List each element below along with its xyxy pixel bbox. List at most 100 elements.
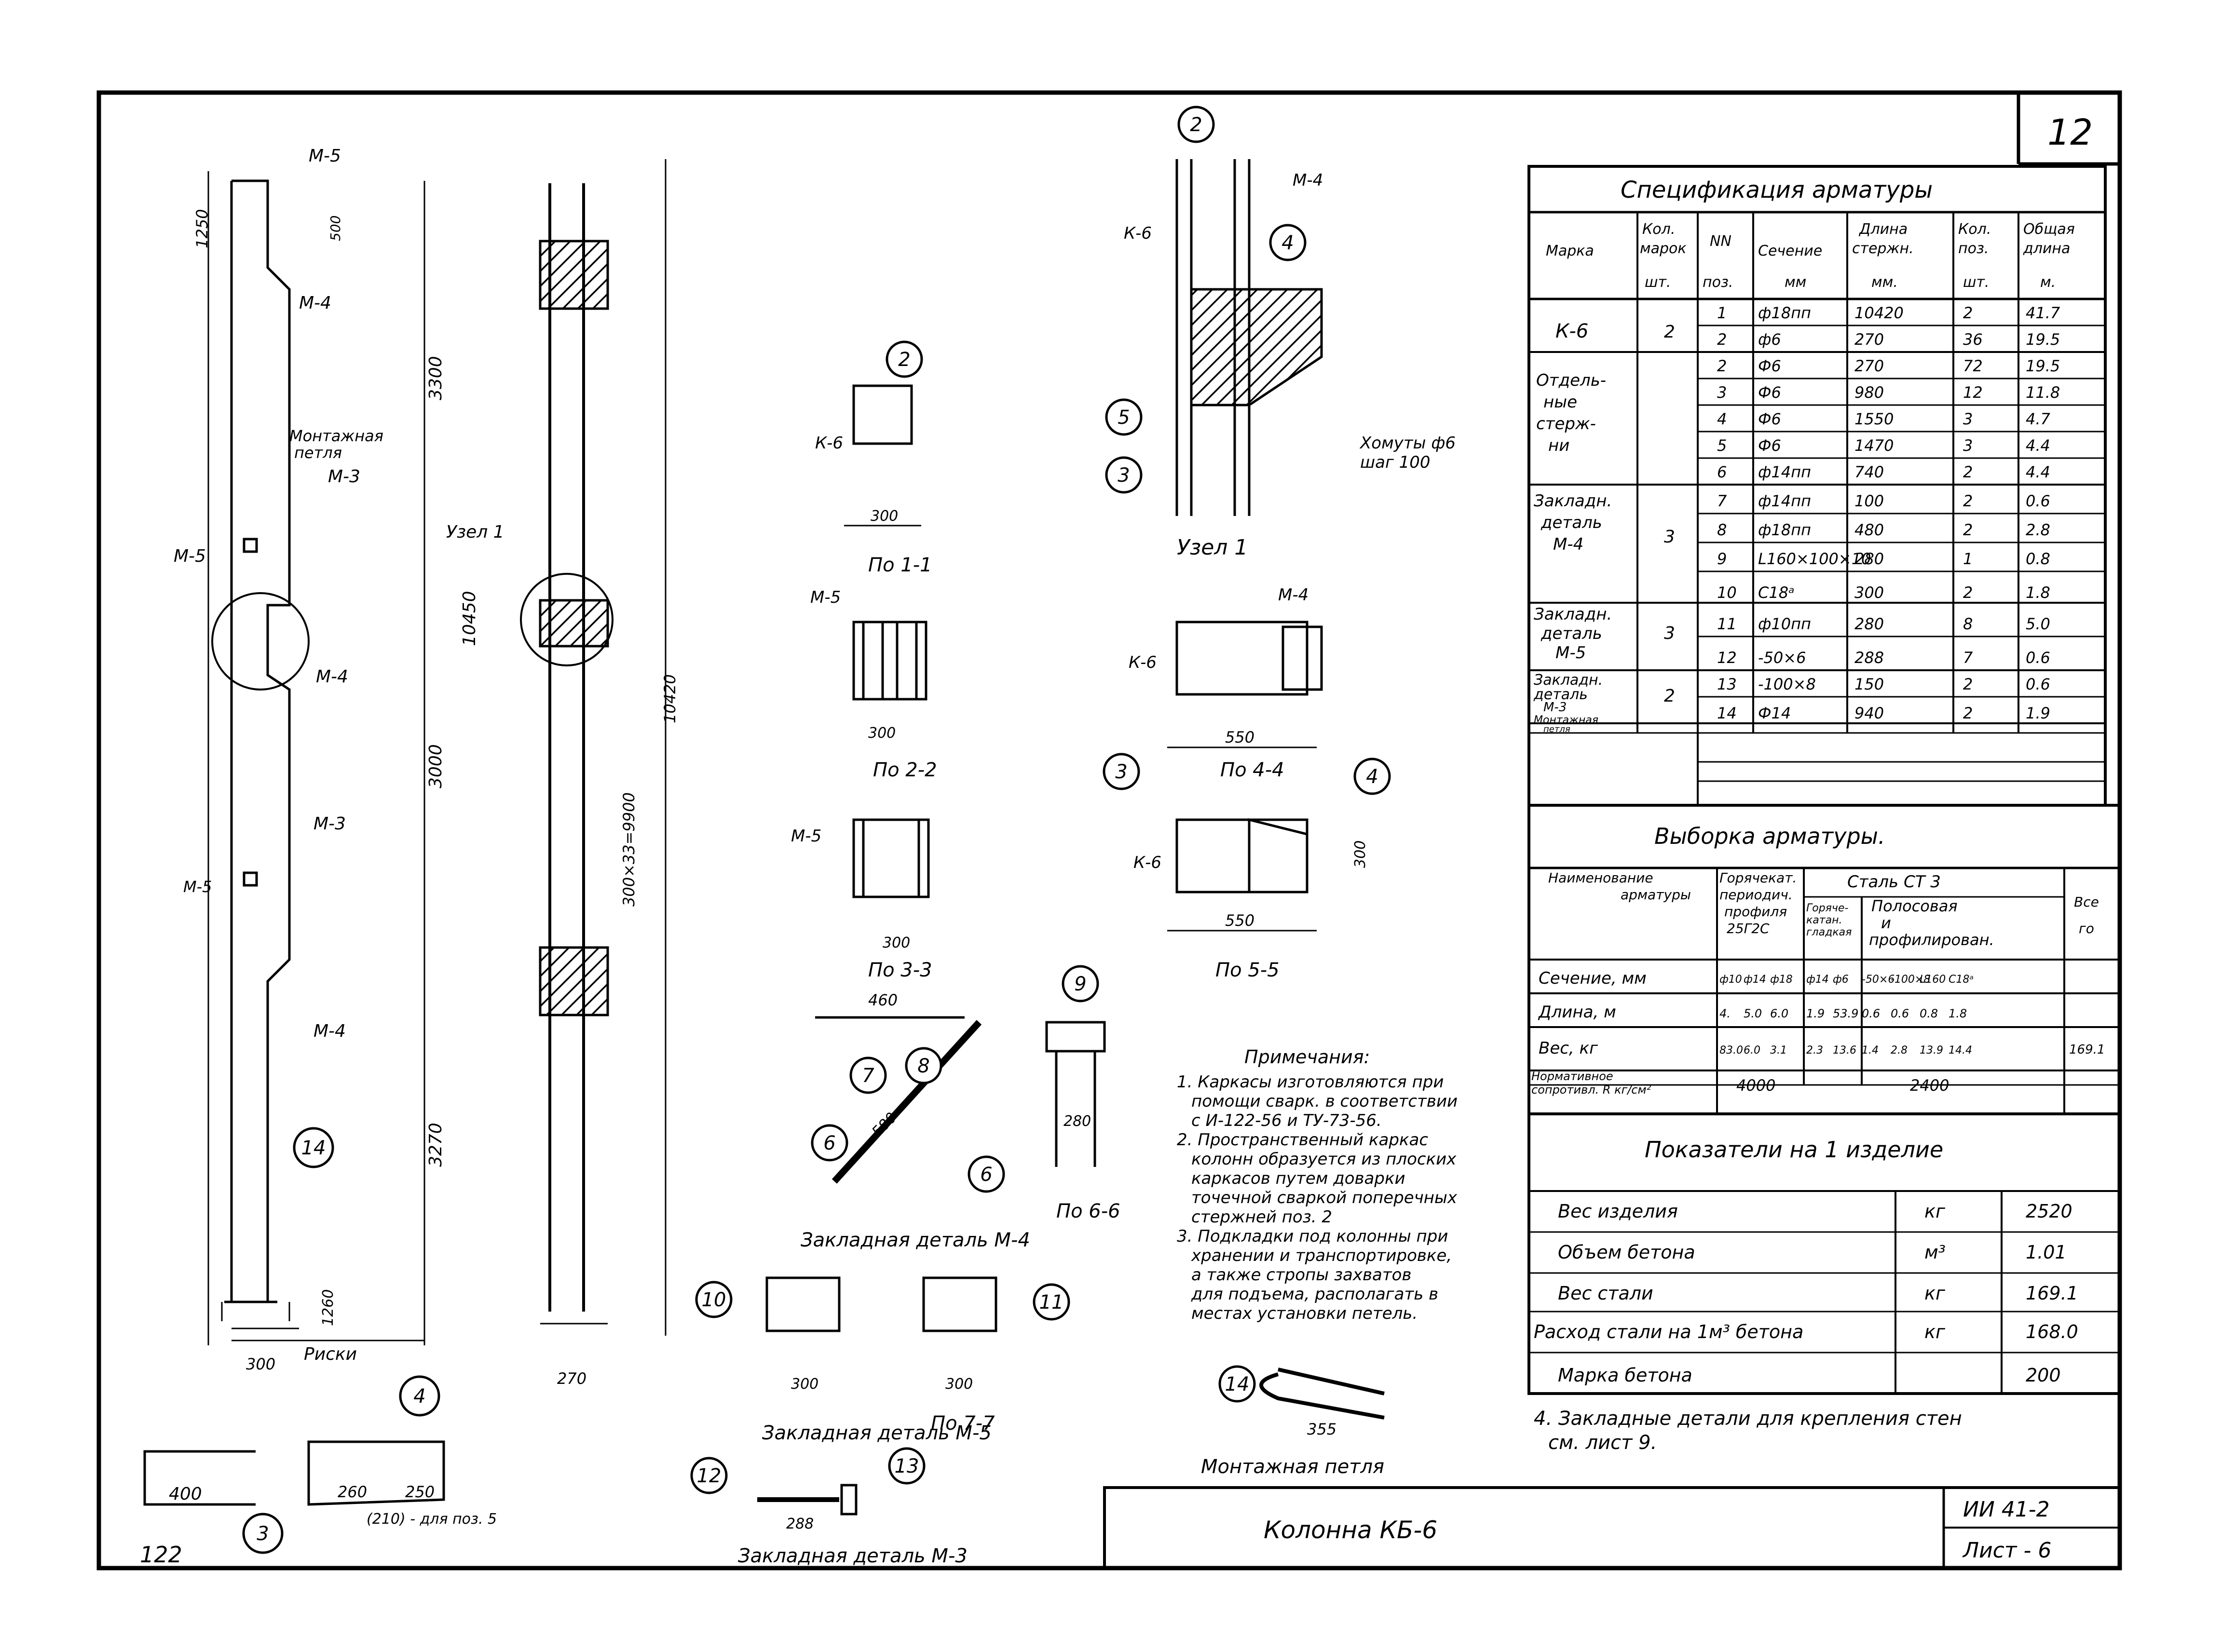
sel-h-hot-2: периодич.: [1719, 887, 1793, 903]
note-line-7: точечной сваркой поперечных: [1191, 1188, 1458, 1207]
sel-cell-weight: 6.0: [1744, 1044, 1760, 1056]
spec-label-m3-3: М-3: [1543, 700, 1567, 715]
spec-label-m4-2: деталь: [1540, 513, 1602, 532]
spec-cell-total: 0.6: [2026, 675, 2050, 693]
spec-cell-section: L160×100×10: [1758, 550, 1871, 568]
indicator-label: Марка бетона: [1558, 1365, 1692, 1386]
note-line-3: с И-122-56 и ТУ-73-56.: [1191, 1111, 1382, 1130]
indicator-unit: м³: [1924, 1242, 1946, 1263]
spec-cell-total: 19.5: [2026, 330, 2060, 349]
sel-cell-section: ф10: [1719, 974, 1742, 986]
spec-table-grid: [1527, 165, 2107, 807]
spec-title: Спецификация арматуры: [1621, 176, 1933, 203]
spec-h-sec-2: мм: [1785, 274, 1806, 291]
label-loop-title: Монтажная петля: [1201, 1456, 1384, 1478]
sel-h-hot-1: Горячекат.: [1719, 870, 1797, 886]
note-line-9: 3. Подкладки под колонны при: [1177, 1227, 1448, 1246]
spec-cell-qty: 36: [1963, 330, 1983, 349]
pos5-note: (210) - для поз. 5: [367, 1511, 497, 1528]
sel-cell-section: L160: [1920, 974, 1946, 986]
sel-cell-length: 5.0: [1744, 1007, 1762, 1020]
spec-cell-total: 4.4: [2026, 436, 2050, 455]
indicator-label: Вес изделия: [1558, 1201, 1678, 1222]
title-block-title: Колонна КБ-6: [1264, 1516, 1437, 1544]
bubble-4-s55: 4: [1366, 766, 1378, 788]
sel-cell-length: 53.9: [1833, 1007, 1858, 1020]
indicator-label: Расход стали на 1м³ бетона: [1534, 1321, 1803, 1342]
spec-cell-qty: 2: [1963, 675, 1973, 693]
spec-cell-qty: 1: [1963, 550, 1973, 568]
sel-cell-length: 4.: [1719, 1007, 1731, 1020]
label-k6-s11: К-6: [815, 433, 843, 453]
spec-cell-pos: 4: [1717, 410, 1727, 428]
bubble-2-s11: 2: [898, 349, 910, 371]
spec-cell-section: Ф14: [1758, 704, 1791, 722]
note-line-4: 2. Пространственный каркас: [1177, 1130, 1428, 1150]
spec-h-len-3: мм.: [1871, 274, 1898, 291]
dim-460: 460: [868, 991, 898, 1009]
spec-cell-section: ф18пп: [1758, 304, 1811, 322]
dim-260: 260: [338, 1483, 367, 1501]
sec-title-22: По 2-2: [873, 759, 937, 781]
spec-label-m5-3: М-5: [1555, 643, 1586, 663]
section-2-2: [852, 621, 927, 701]
spec-cell-length: 270: [1854, 330, 1884, 349]
spec-row-lines: [1698, 325, 2105, 698]
label-uzel1: Узел 1: [1177, 535, 1248, 560]
sel-total-weight: 169.1: [2069, 1043, 2105, 1057]
spec-label-loop-1: Монтажная: [1534, 714, 1598, 726]
spec-cell-total: 4.7: [2026, 410, 2051, 428]
column-elevation: [207, 171, 425, 1345]
spec-cell-total: 41.7: [2026, 304, 2060, 322]
spec-cell-qty: 2: [1963, 304, 1973, 322]
spec-label-k6-count: 2: [1664, 322, 1675, 342]
spec-cell-length: 270: [1854, 357, 1884, 375]
spec-label-m5-2: деталь: [1540, 624, 1602, 643]
label-m4-mid: М-4: [316, 667, 348, 687]
bubble-12: 12: [697, 1465, 722, 1487]
bubble-3-node: 3: [1118, 464, 1130, 487]
spec-label-m5-1: Закладн.: [1534, 605, 1612, 624]
spec-h-sec-1: Сечение: [1758, 243, 1822, 259]
label-k6-node: К-6: [1124, 224, 1152, 243]
bubble-7: 7: [862, 1065, 874, 1087]
spec-cell-pos: 11: [1717, 615, 1737, 633]
sel-cell-section: -50×6: [1862, 974, 1895, 986]
title-block: [1103, 1486, 2121, 1570]
spec-cell-section: -100×8: [1758, 675, 1816, 693]
spec-headers: Марка Кол. марок шт. NN поз. Сечение мм …: [1546, 221, 2075, 291]
sel-h-name-1: Наименование: [1548, 870, 1653, 886]
sel-cell-weight: 3.1: [1770, 1044, 1787, 1056]
bubble-4-pos: 4: [413, 1385, 425, 1408]
sel-h-total-2: го: [2079, 921, 2094, 936]
label-m5-mid: М-5: [174, 546, 206, 566]
indicator-value: 200: [2026, 1365, 2061, 1386]
label-m4-low: М-4: [314, 1021, 346, 1041]
pos3-pos4-drawing: [143, 1440, 445, 1506]
selection-headers: Наименование арматуры Горячекат. периоди…: [1548, 870, 2099, 949]
spec-cell-pos: 5: [1717, 436, 1727, 455]
notes: Примечания: 1. Каркасы изготовляются при…: [1177, 1046, 1962, 1454]
spec-cell-length: 480: [1854, 521, 1884, 539]
spec-label-m3-1: Закладн.: [1534, 672, 1603, 689]
spec-cell-pos: 12: [1717, 649, 1737, 667]
sel-h-strip-3: профилирован.: [1869, 931, 1994, 949]
sel-cell-length: 0.8: [1920, 1007, 1938, 1020]
spec-cell-qty: 2: [1963, 704, 1973, 722]
section-5-5: [1167, 818, 1317, 932]
spec-cell-pos: 1: [1717, 304, 1727, 322]
mounting-loop-drawing: [1259, 1368, 1385, 1420]
bubble-6-b: 6: [980, 1164, 992, 1186]
spec-cell-section: Ф6: [1758, 357, 1781, 375]
indicator-label: Вес стали: [1558, 1283, 1653, 1304]
spec-cell-total: 11.8: [2026, 383, 2060, 402]
dim-280-m4: 280: [1063, 1113, 1091, 1130]
spec-label-m5-count: 3: [1664, 623, 1675, 643]
label-m4-node: М-4: [1293, 171, 1323, 190]
bubble-14-loop: 14: [1225, 1373, 1250, 1395]
spec-label-m4-3: М-4: [1553, 535, 1583, 554]
label-m3-top: М-3: [328, 467, 360, 487]
sel-cell-weight: 13.6: [1833, 1044, 1856, 1056]
label-m5-s33: М-5: [791, 826, 821, 846]
section-1-1: [844, 384, 921, 527]
